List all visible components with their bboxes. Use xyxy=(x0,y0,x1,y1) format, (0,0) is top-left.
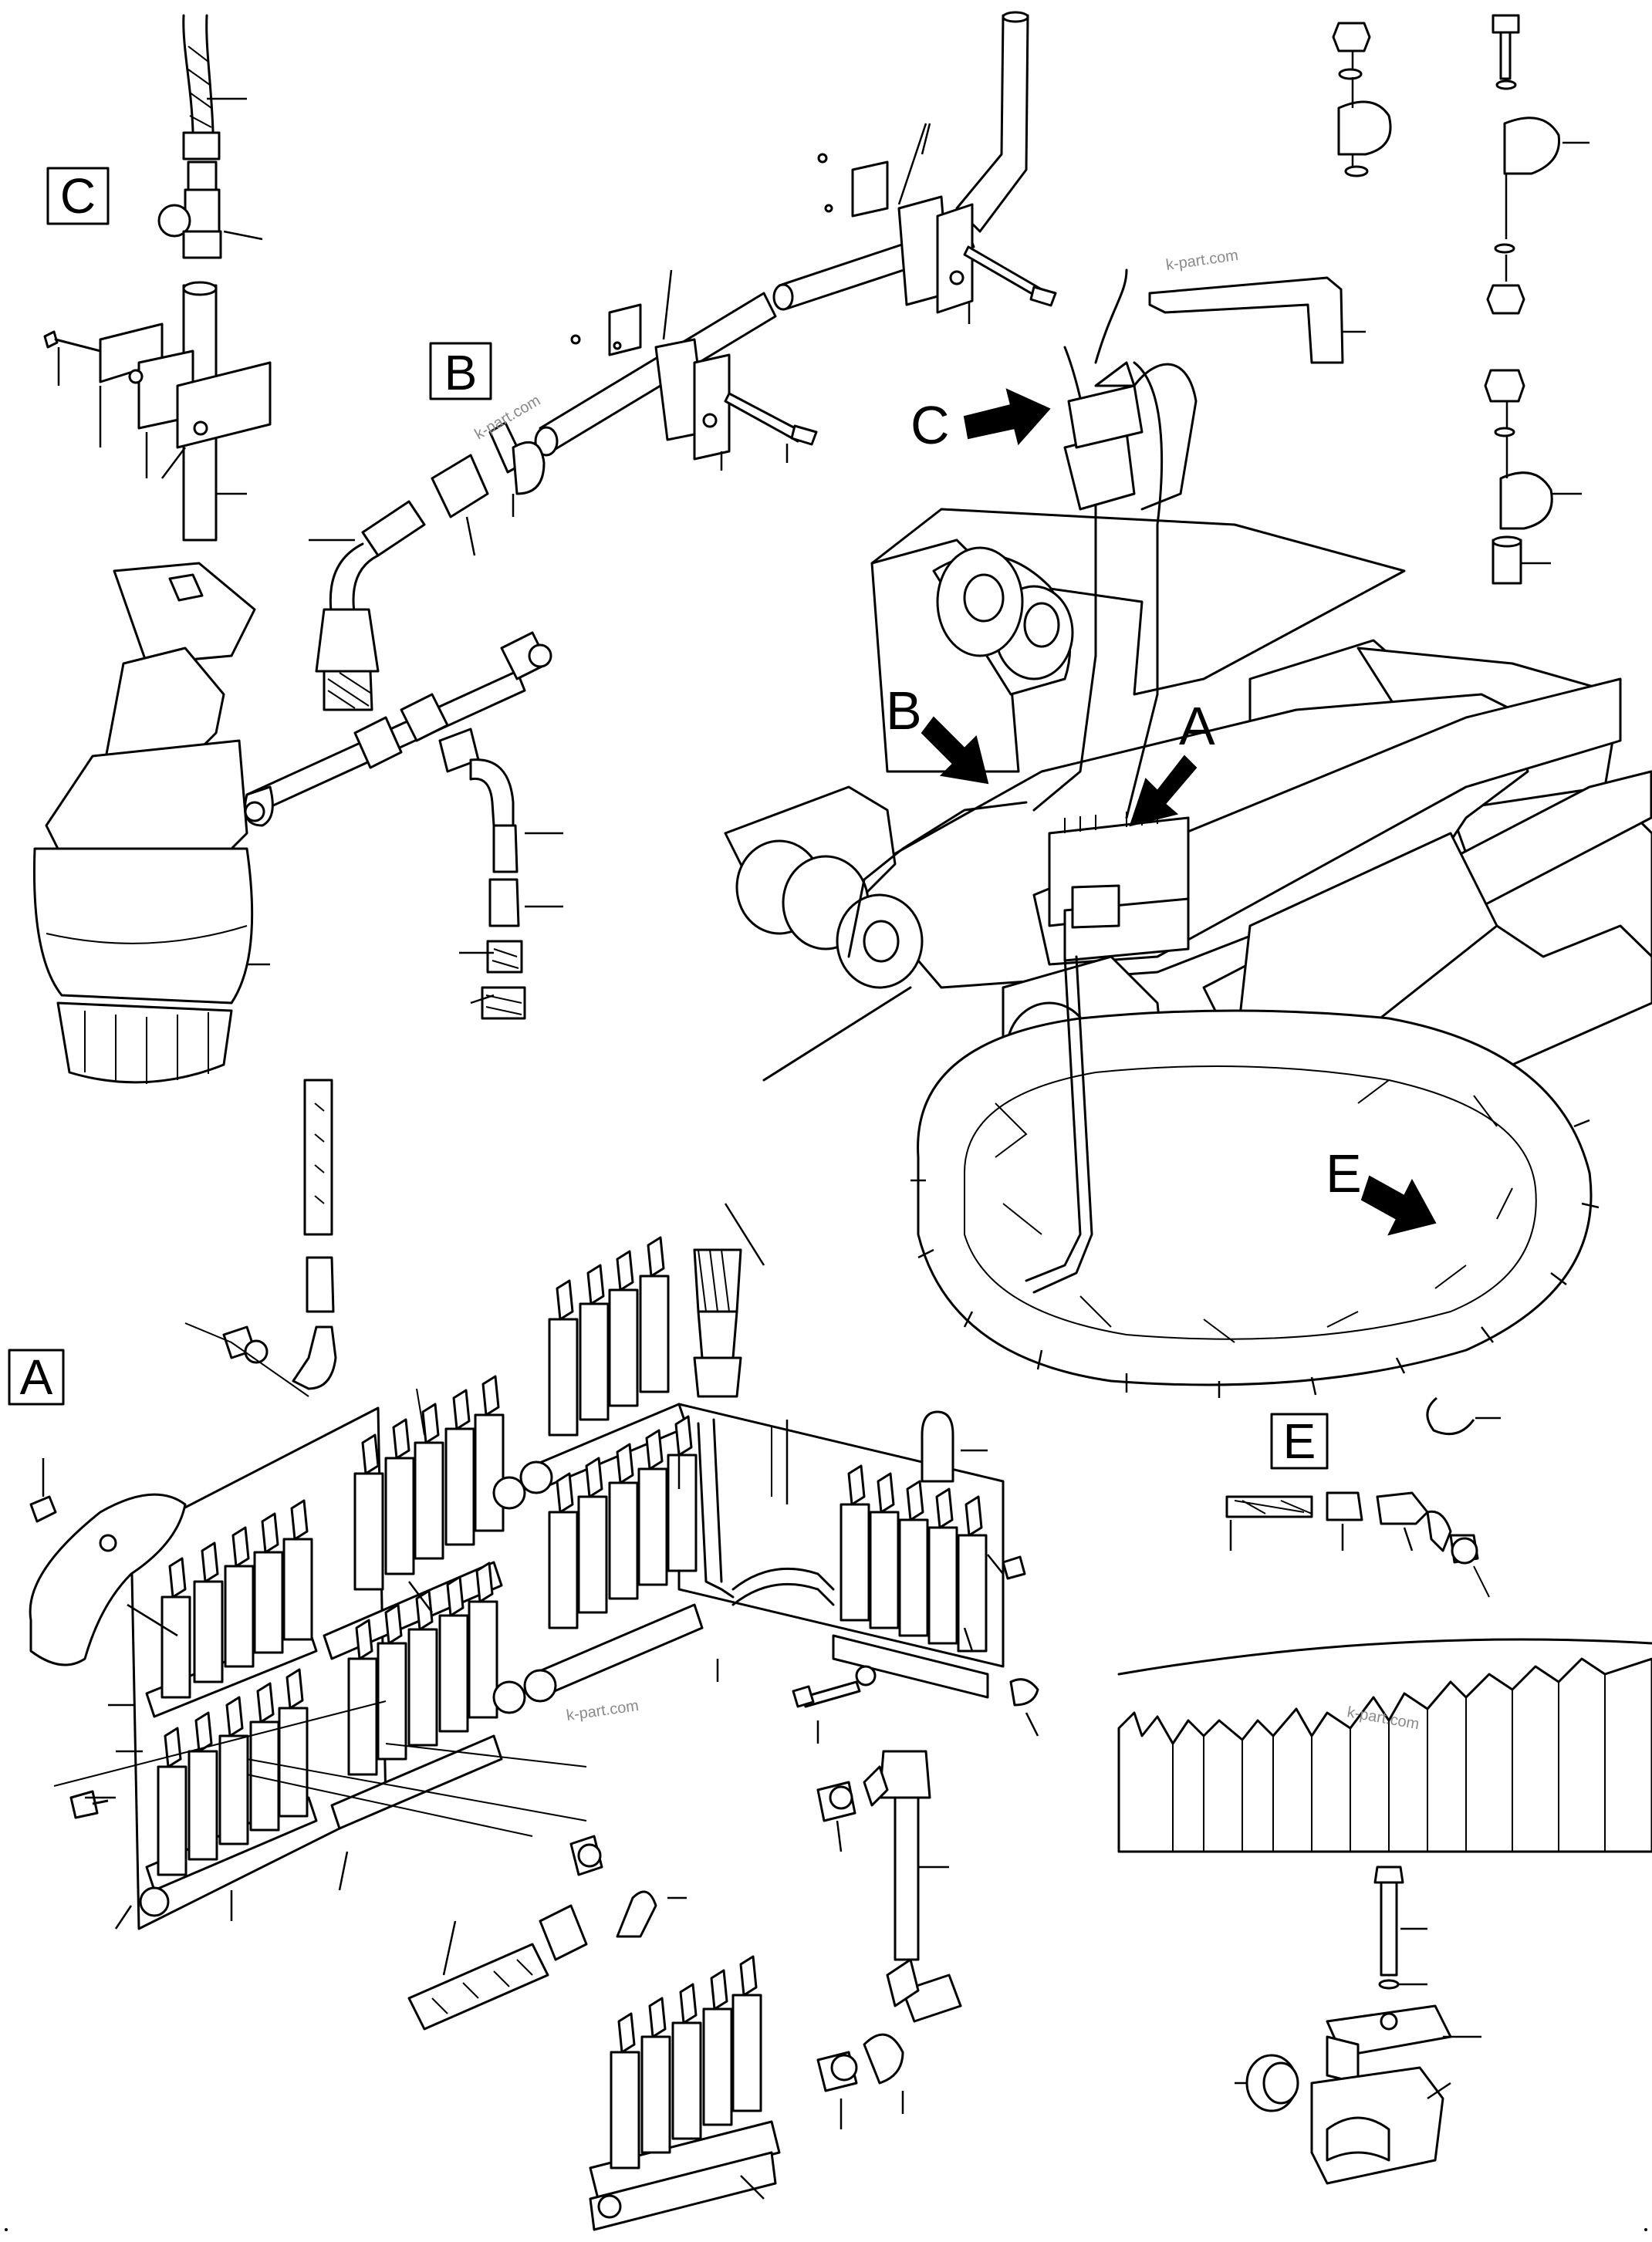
machine-body xyxy=(724,268,1652,1436)
callout-b-arrow xyxy=(921,716,989,785)
detail-b-label: B xyxy=(444,345,478,400)
callout-c-arrow xyxy=(963,388,1051,446)
distributor-bank-4 xyxy=(139,1668,318,1917)
callout-e-arrow xyxy=(1360,1175,1437,1236)
detail-e-label: E xyxy=(1283,1413,1316,1469)
callout-a-arrow xyxy=(1129,755,1198,827)
detail-a-label: A xyxy=(20,1349,53,1405)
detail-b-group: B xyxy=(244,11,1057,1020)
detail-e-group: E k-part.com xyxy=(1117,1413,1652,2185)
lower-distributor-group xyxy=(589,1750,962,2231)
detail-a-label-box xyxy=(8,1349,65,1406)
detail-c-group: C xyxy=(32,14,272,1084)
callouts-group: C B A E xyxy=(886,388,1437,1236)
detail-c-label: C xyxy=(60,168,96,224)
corner-dot-left xyxy=(5,2228,8,2231)
hardware-group: k-part.com xyxy=(1148,14,1590,585)
callout-a-text: A xyxy=(1179,696,1215,756)
distributor-bank-6 xyxy=(523,1415,704,1703)
watermark-top: k-part.com xyxy=(1165,247,1240,274)
detail-e-label-box xyxy=(1270,1413,1329,1470)
detail-b-label-box xyxy=(429,342,492,400)
distributor-bank-7 xyxy=(832,1410,989,1699)
distributor-bank-5 xyxy=(330,1562,526,1830)
corner-dot-right xyxy=(1644,2228,1647,2231)
callout-c-text: C xyxy=(910,395,950,455)
distributor-bank-3 xyxy=(519,1236,688,1494)
distributor-bank-1 xyxy=(145,1499,318,1718)
watermark-a: k-part.com xyxy=(566,1697,640,1724)
callout-e-text: E xyxy=(1326,1143,1362,1204)
detail-c-label-box xyxy=(46,167,110,225)
callout-b-text: B xyxy=(886,680,922,741)
detail-a-group: A xyxy=(8,392,1039,2031)
